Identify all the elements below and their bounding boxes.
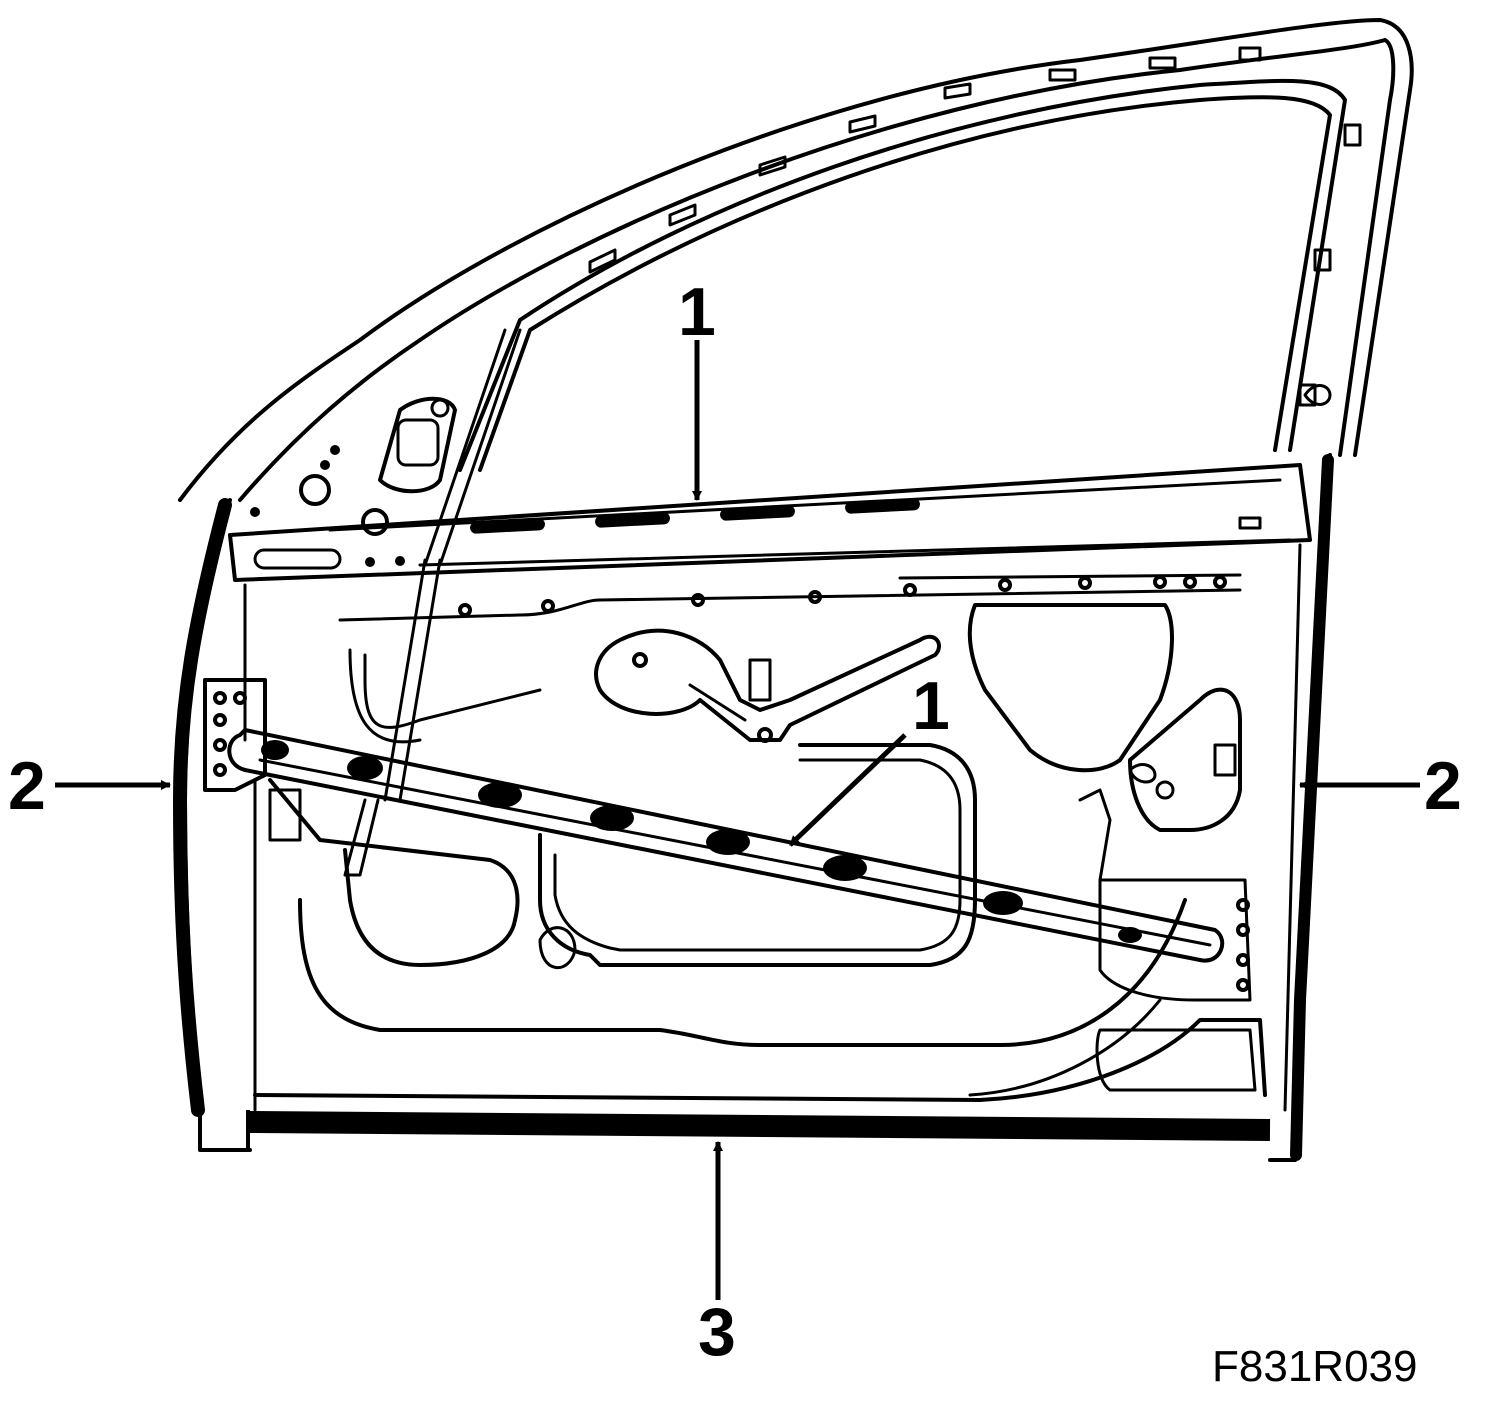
callout-3-label: 3 — [698, 1294, 736, 1370]
speaker-opening — [967, 603, 1174, 773]
callout-1-label: 1 — [678, 274, 716, 350]
lower-edge-seam — [247, 1111, 1271, 1141]
callout-1b-label: 1 — [912, 668, 950, 744]
lower-hinge-plate — [268, 788, 302, 842]
window-regulator — [594, 628, 941, 742]
callout-2-left-label: 2 — [8, 748, 46, 824]
front-edge-seam — [172, 498, 232, 1117]
mirror-mount — [378, 396, 457, 494]
lock-mount — [1128, 687, 1242, 832]
side-impact-bar — [227, 728, 1225, 963]
callout-2-right-label: 2 — [1424, 748, 1462, 824]
inner-panel-contour — [268, 778, 520, 967]
callout-1b-arrow — [788, 733, 907, 847]
window-frame-outer — [178, 18, 1414, 502]
figure-code: F831R039 — [1212, 1342, 1418, 1391]
upper-hinge-plate — [203, 678, 267, 792]
window-frame-inner-3 — [478, 95, 1332, 472]
belt-reinforcement — [228, 463, 1312, 582]
access-opening — [538, 743, 977, 967]
window-frame-inner-2 — [458, 78, 1347, 472]
rear-edge-seam — [1290, 454, 1334, 1161]
window-frame-inner-1 — [238, 38, 1396, 502]
